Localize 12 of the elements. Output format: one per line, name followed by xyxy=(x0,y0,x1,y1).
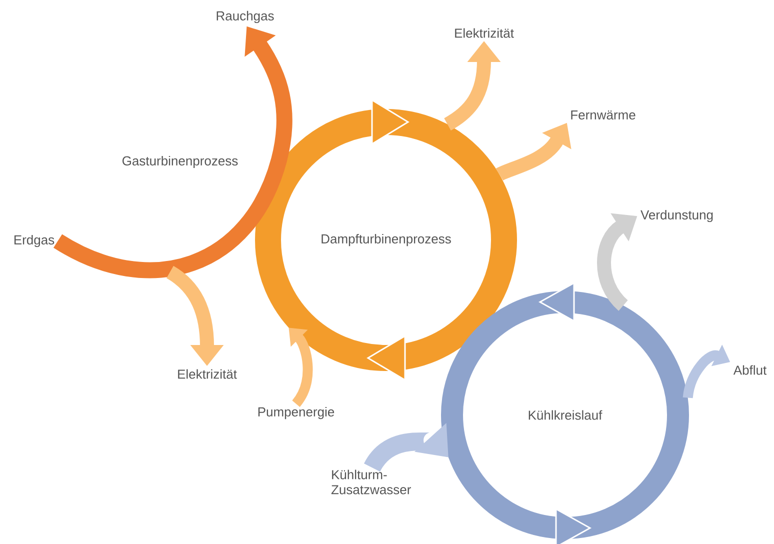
node-label: Elektrizität xyxy=(455,28,514,38)
node-label: Erdgas xyxy=(14,234,54,248)
node-label: Abflut xyxy=(733,365,767,375)
node-label: Pumpenergie xyxy=(258,406,334,420)
node-label: Verdunstung xyxy=(640,210,713,222)
cycle-ring: Kühlkreislauf xyxy=(441,282,689,544)
edge-label: Gasturbinenprozess xyxy=(120,154,240,170)
node-label: Elektrizität xyxy=(178,369,237,379)
node-label: Rauchgas xyxy=(216,10,274,24)
flow-arrow xyxy=(364,423,448,472)
node-label: Kühlturm- Zusatzwasser xyxy=(331,470,411,494)
node-label: Fernwärme xyxy=(571,110,636,120)
